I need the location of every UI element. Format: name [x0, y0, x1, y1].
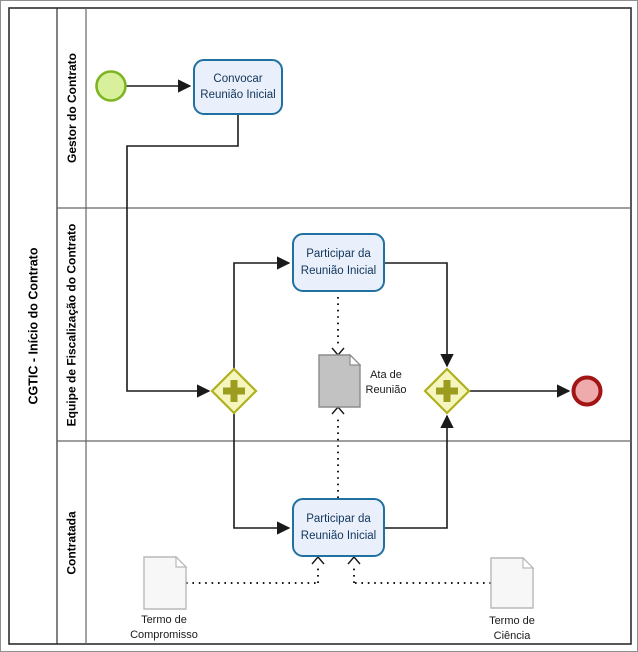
label-termo-ciencia: Termo de Ciência	[489, 615, 535, 642]
assoc-arrow-task-left	[311, 555, 325, 565]
lane-label-contratada: Contratada	[57, 441, 86, 644]
task-label: Participar da Reunião Inicial	[300, 248, 377, 277]
lane-label-text: Gestor do Contrato	[64, 53, 79, 163]
assoc-arrow-ata-bottom	[331, 405, 345, 415]
document-fold-icon	[175, 555, 188, 568]
label-termo-compromisso: Termo de Compromisso	[130, 614, 198, 641]
sequence-flows	[126, 79, 571, 535]
document-fold-icon	[522, 556, 535, 569]
lane-label-fiscalizacao: Equipe de Fiscalização do Contrato	[57, 208, 86, 441]
document-fold-icon	[349, 353, 362, 366]
flow-participar-contratada-to-gateway-join	[385, 414, 454, 529]
plus-icon	[223, 380, 245, 402]
parallel-gateway-split[interactable]	[210, 367, 258, 415]
assoc-arrow-task-right	[347, 555, 361, 565]
assoc-compromisso-to-task	[186, 567, 319, 584]
pool-title-text: CGTIC - Início do Contrato	[26, 247, 40, 405]
end-event[interactable]	[571, 375, 603, 407]
task-convocar-reuniao-inicial[interactable]: Convocar Reunião Inicial	[193, 59, 283, 115]
task-participar-reuniao-contratada[interactable]: Participar da Reunião Inicial	[292, 498, 385, 557]
assoc-arrow-ata-top	[331, 347, 345, 357]
document-termo-compromisso[interactable]	[143, 555, 188, 610]
task-label: Participar da Reunião Inicial	[300, 513, 377, 542]
pool-frame	[8, 7, 632, 645]
label-ata-de-reuniao: Ata de Reunião	[365, 369, 407, 396]
flow-participar-fiscalizacao-to-gateway-join	[385, 262, 454, 368]
task-participar-reuniao-fiscalizacao[interactable]: Participar da Reunião Inicial	[292, 233, 385, 292]
flow-convocar-to-gateway-split	[126, 115, 239, 398]
pool-boundary	[8, 7, 632, 645]
parallel-gateway-join[interactable]	[423, 367, 471, 415]
lane-label-text: Contratada	[64, 510, 79, 575]
lane-label-gestor: Gestor do Contrato	[57, 8, 86, 208]
plus-icon	[436, 380, 458, 402]
assoc-ciencia-to-task	[353, 567, 491, 584]
associations	[186, 297, 491, 584]
document-ata-de-reuniao[interactable]	[318, 353, 362, 408]
flow-gateway-split-to-participar-contratada	[233, 413, 291, 535]
task-label: Convocar Reunião Inicial	[200, 72, 276, 101]
document-termo-ciencia[interactable]	[490, 556, 535, 609]
start-event[interactable]	[95, 70, 127, 102]
flow-gateway-split-to-participar-fiscalizacao	[233, 256, 291, 369]
pool-title: CGTIC - Início do Contrato	[9, 8, 57, 644]
lane-label-text: Equipe de Fiscalização do Contrato	[64, 223, 79, 426]
